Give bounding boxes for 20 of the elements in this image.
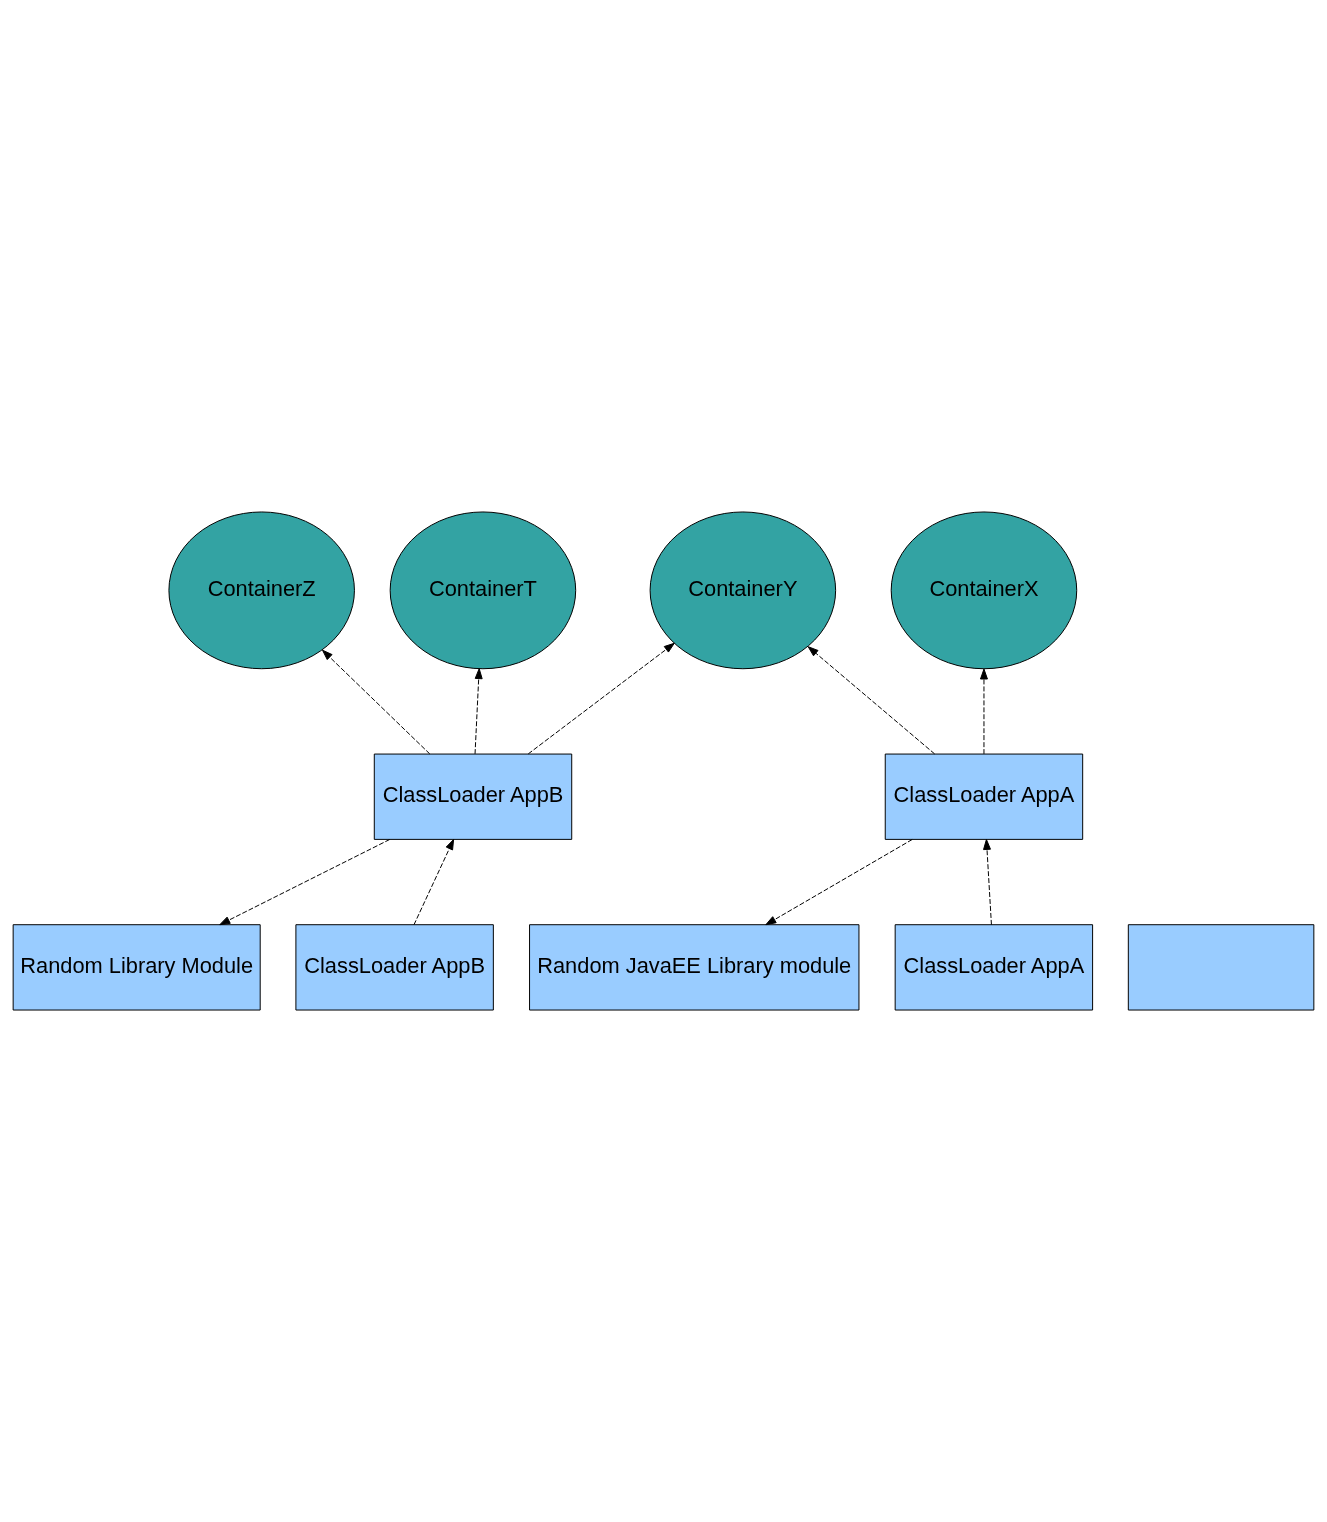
node-ellipse: ContainerY bbox=[649, 511, 837, 670]
arrow bbox=[527, 642, 675, 755]
node-box bbox=[1127, 924, 1315, 1011]
node-box: ClassLoader AppA bbox=[884, 753, 1084, 840]
node-ellipse: ContainerT bbox=[389, 511, 577, 670]
node-ellipse: ContainerX bbox=[890, 511, 1078, 670]
node-box: ClassLoader AppB bbox=[295, 924, 494, 1011]
arrow bbox=[983, 839, 992, 926]
node-ellipse: ContainerZ bbox=[168, 511, 355, 670]
arrow bbox=[980, 668, 988, 755]
arrow bbox=[322, 649, 431, 755]
node-box: Random Library Module bbox=[12, 924, 261, 1011]
arrow bbox=[765, 839, 913, 926]
arrow bbox=[219, 839, 391, 926]
node-box: Random JavaEE Library module bbox=[529, 924, 860, 1011]
arrow bbox=[413, 839, 455, 926]
arrow bbox=[474, 668, 483, 755]
arrow bbox=[807, 646, 936, 755]
node-box: ClassLoader AppA bbox=[894, 924, 1094, 1011]
node-box: ClassLoader AppB bbox=[373, 753, 573, 840]
